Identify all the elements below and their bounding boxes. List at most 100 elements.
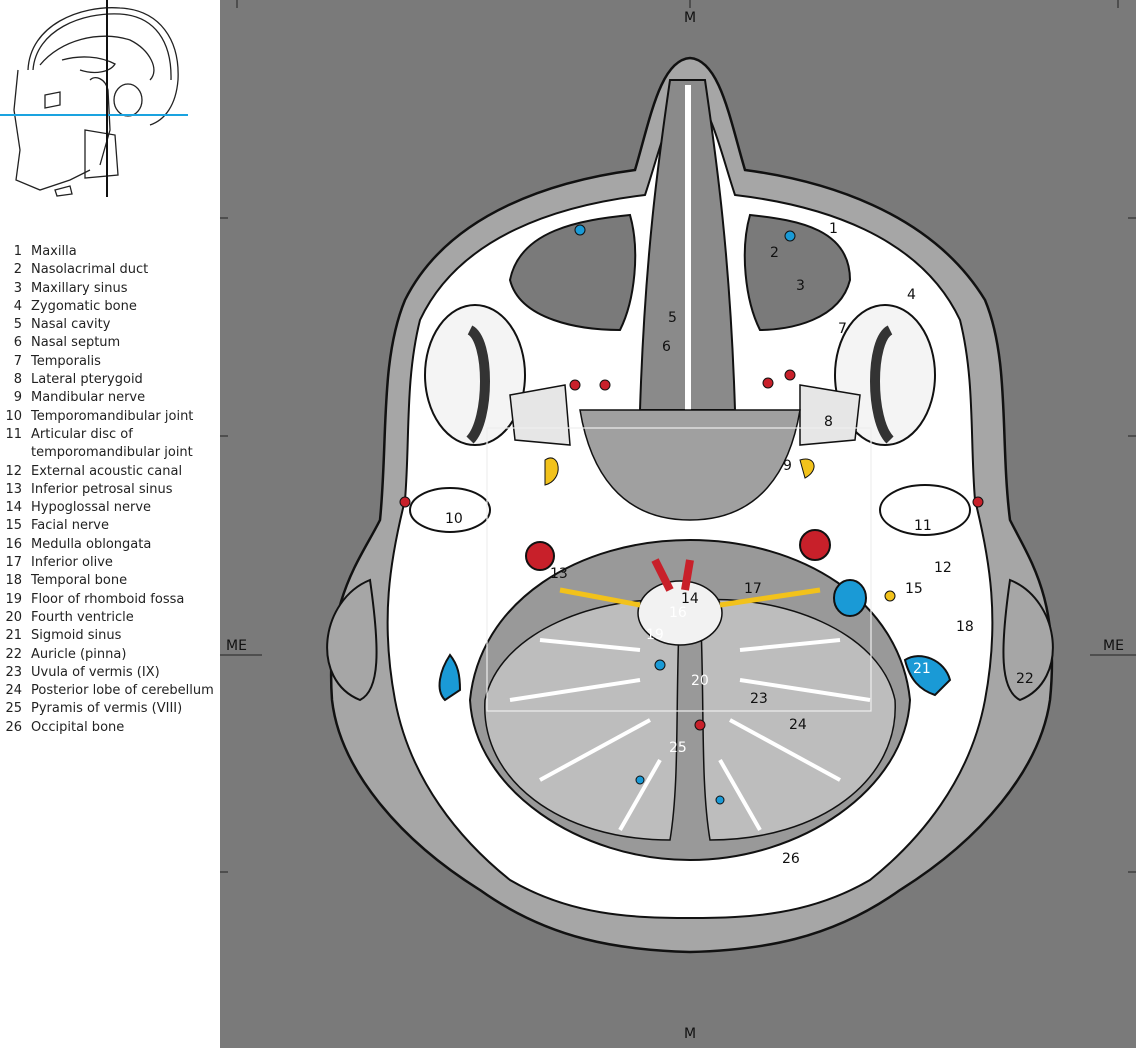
legend-label: Articular disc of temporomandibular join… bbox=[31, 426, 193, 461]
lateral-pterygoid-left bbox=[509, 384, 571, 446]
axial-section-diagram: M M ME ME bbox=[220, 0, 1136, 1042]
legend-item: 4 Zygomatic bone bbox=[0, 298, 220, 316]
facial-nerve bbox=[884, 590, 896, 602]
legend-number: 11 bbox=[5, 426, 22, 442]
legend-number: 19 bbox=[5, 591, 22, 607]
legend-item: 15 Facial nerve bbox=[0, 517, 220, 535]
structure-label-8: 8 bbox=[824, 414, 833, 430]
legend-number: 15 bbox=[5, 518, 22, 534]
legend-label: Inferior petrosal sinus bbox=[31, 481, 173, 497]
detail-frame bbox=[486, 427, 872, 712]
internal-carotid-left bbox=[525, 541, 555, 571]
sigmoid-sinus-left bbox=[438, 653, 462, 702]
vertebral-arteries bbox=[651, 558, 694, 592]
tmj-right bbox=[879, 484, 971, 536]
legend-label: Zygomatic bone bbox=[31, 298, 137, 314]
legend-number: 13 bbox=[5, 481, 22, 497]
structure-label-2: 2 bbox=[770, 245, 779, 261]
orientation-sagittal-skull-sketch bbox=[0, 0, 188, 197]
legend-number: 10 bbox=[5, 408, 22, 424]
legend-number: 22 bbox=[5, 646, 22, 662]
legend-number: 18 bbox=[5, 573, 22, 589]
axis-label-top: M bbox=[684, 10, 696, 26]
structure-label-13: 13 bbox=[550, 566, 568, 582]
structure-label-6: 6 bbox=[662, 339, 671, 355]
legend-label: Pyramis of vermis (VIII) bbox=[31, 701, 183, 717]
structure-label-1: 1 bbox=[829, 221, 838, 237]
maxillary-sinus-right bbox=[743, 213, 852, 332]
legend-label: Nasal cavity bbox=[31, 317, 111, 333]
structure-label-11: 11 bbox=[914, 518, 932, 534]
structure-label-19: 19 bbox=[646, 627, 664, 643]
legend-number: 9 bbox=[13, 390, 22, 406]
legend-item: 6 Nasal septum bbox=[0, 334, 220, 352]
axis-label-right: ME bbox=[1103, 638, 1124, 654]
legend-number: 12 bbox=[5, 463, 22, 479]
auricle-left bbox=[326, 578, 378, 702]
legend-label: Inferior olive bbox=[31, 555, 113, 571]
structure-label-5: 5 bbox=[668, 310, 677, 326]
legend-label: Sigmoid sinus bbox=[31, 628, 122, 644]
legend-label: Temporomandibular joint bbox=[31, 408, 194, 424]
structure-label-18: 18 bbox=[956, 619, 974, 635]
structure-label-7: 7 bbox=[838, 321, 847, 337]
legend-label: Floor of rhomboid fossa bbox=[31, 591, 185, 607]
legend-label: Temporalis bbox=[31, 353, 101, 369]
cerebellum-right bbox=[699, 598, 896, 841]
legend-number: 1 bbox=[13, 244, 22, 259]
legend-item: 13 Inferior petrosal sinus bbox=[0, 481, 220, 499]
structure-label-15: 15 bbox=[905, 581, 923, 597]
legend-number: 26 bbox=[5, 719, 22, 735]
legend-label: Hypoglossal nerve bbox=[31, 500, 152, 516]
legend-number: 2 bbox=[13, 262, 22, 278]
nerve-yellow-right bbox=[719, 587, 821, 608]
mandibular-nerve-left bbox=[544, 457, 559, 486]
legend-number: 17 bbox=[5, 555, 22, 571]
legend-label: Fourth ventricle bbox=[31, 609, 134, 625]
legend-label: Maxilla bbox=[31, 244, 77, 259]
structure-label-20: 20 bbox=[691, 673, 709, 689]
axial-section-panel: M M ME ME bbox=[220, 0, 1136, 1048]
legend-number: 24 bbox=[5, 683, 22, 699]
legend-item: 11 Articular disc of temporomandibular jo… bbox=[0, 426, 220, 463]
mandibular-nerve-right bbox=[799, 458, 815, 479]
structure-label-16: 16 bbox=[669, 605, 687, 621]
legend-label: Facial nerve bbox=[31, 518, 109, 534]
nerve-yellow-left bbox=[559, 587, 641, 608]
structure-label-25: 25 bbox=[669, 740, 687, 756]
legend-label: Nasal septum bbox=[31, 335, 121, 351]
structure-label-4: 4 bbox=[907, 287, 916, 303]
structure-label-14: 14 bbox=[681, 591, 699, 607]
lateral-pterygoid-right bbox=[799, 384, 861, 446]
axis-label-left: ME bbox=[226, 638, 247, 654]
sigmoid-sinus-right bbox=[903, 655, 952, 697]
legend-number: 4 bbox=[13, 298, 22, 314]
legend-number: 6 bbox=[13, 335, 22, 351]
axis-label-bottom: M bbox=[684, 1026, 696, 1042]
structure-label-12: 12 bbox=[934, 560, 952, 576]
legend-number: 25 bbox=[5, 701, 22, 717]
medulla-oblongata bbox=[637, 580, 723, 646]
temporalis-right bbox=[834, 304, 936, 446]
structure-label-17: 17 bbox=[744, 581, 762, 597]
legend-label: Maxillary sinus bbox=[31, 280, 128, 296]
structure-label-10: 10 bbox=[445, 511, 463, 527]
structure-label-23: 23 bbox=[750, 691, 768, 707]
legend-number: 23 bbox=[5, 664, 22, 680]
legend-number: 3 bbox=[13, 280, 22, 296]
structure-label-21: 21 bbox=[913, 661, 931, 677]
structure-label-3: 3 bbox=[796, 278, 805, 294]
tmj-left bbox=[409, 487, 491, 533]
legend-label: External acoustic canal bbox=[31, 463, 183, 479]
